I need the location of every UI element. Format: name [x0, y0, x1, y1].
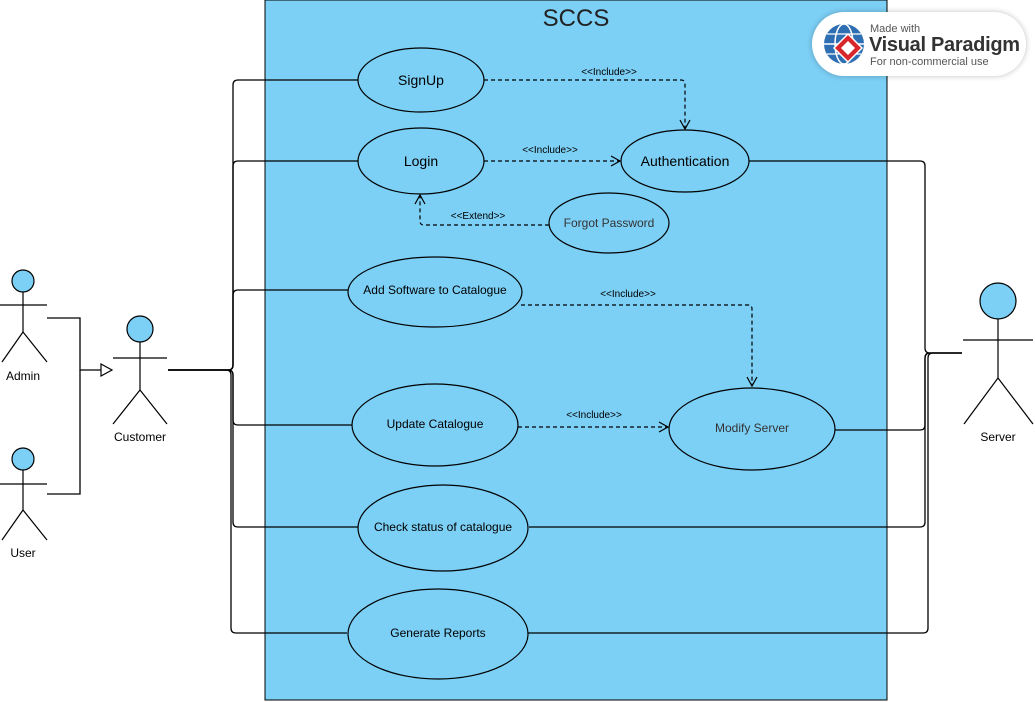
use-case-login[interactable]: [357, 127, 485, 195]
association-lines: [47, 79, 962, 634]
add-modify-include: [521, 304, 758, 388]
watermark-made-with: Made with: [870, 23, 921, 35]
server-check-line: [529, 352, 962, 528]
include-label-add: <<Include>>: [600, 289, 656, 300]
include-label-login: <<Include>>: [522, 145, 578, 156]
admin-generalization-line: [47, 317, 112, 370]
forgot-password-label: Forgot Password: [564, 216, 655, 230]
admin-label: Admin: [6, 369, 40, 383]
signup-label: SignUp: [398, 72, 444, 88]
actor-admin[interactable]: [0, 269, 48, 363]
system-title: SCCS: [543, 5, 610, 32]
include-label-update: <<Include>>: [566, 410, 622, 421]
use-case-signup[interactable]: [357, 47, 485, 113]
visual-paradigm-logo-icon: [824, 23, 864, 65]
use-case-forgot-password[interactable]: [548, 192, 670, 254]
actor-user[interactable]: [0, 447, 48, 541]
user-generalization-line: [47, 370, 81, 495]
customer-check-line: [168, 369, 358, 528]
actor-customer[interactable]: [112, 315, 168, 425]
system-boundary: [264, 0, 888, 701]
login-label: Login: [404, 153, 438, 169]
update-catalogue-label: Update Catalogue: [387, 417, 484, 431]
generate-reports-label: Generate Reports: [390, 626, 485, 640]
user-label: User: [10, 546, 35, 560]
use-case-check-status[interactable]: [357, 484, 529, 572]
use-case-generate-reports[interactable]: [347, 588, 529, 680]
forgot-login-extend: [414, 193, 549, 226]
watermark-brand: Visual Paradigm: [869, 34, 1020, 56]
authentication-label: Authentication: [641, 153, 730, 169]
modify-server-label: Modify Server: [715, 421, 789, 435]
use-case-update-catalogue[interactable]: [351, 383, 519, 467]
check-status-label: Check status of catalogue: [374, 520, 512, 534]
signup-auth-include: [484, 79, 691, 131]
actor-server[interactable]: [963, 282, 1034, 425]
use-case-authentication[interactable]: [620, 129, 750, 193]
watermark-subtitle: For non-commercial use: [870, 56, 989, 68]
server-reports-line: [528, 352, 962, 634]
include-label-signup: <<Include>>: [581, 67, 637, 78]
customer-label: Customer: [114, 430, 166, 444]
extend-label-forgot: <<Extend>>: [451, 211, 506, 222]
add-software-label: Add Software to Catalogue: [363, 283, 507, 297]
visual-paradigm-watermark: Made with Visual Paradigm For non-commer…: [812, 12, 1026, 76]
server-label: Server: [980, 430, 1015, 444]
customer-reports-line: [168, 369, 347, 634]
use-case-add-software[interactable]: [347, 256, 523, 328]
use-case-modify-server[interactable]: [668, 387, 836, 471]
dependency-lines: [414, 79, 758, 433]
